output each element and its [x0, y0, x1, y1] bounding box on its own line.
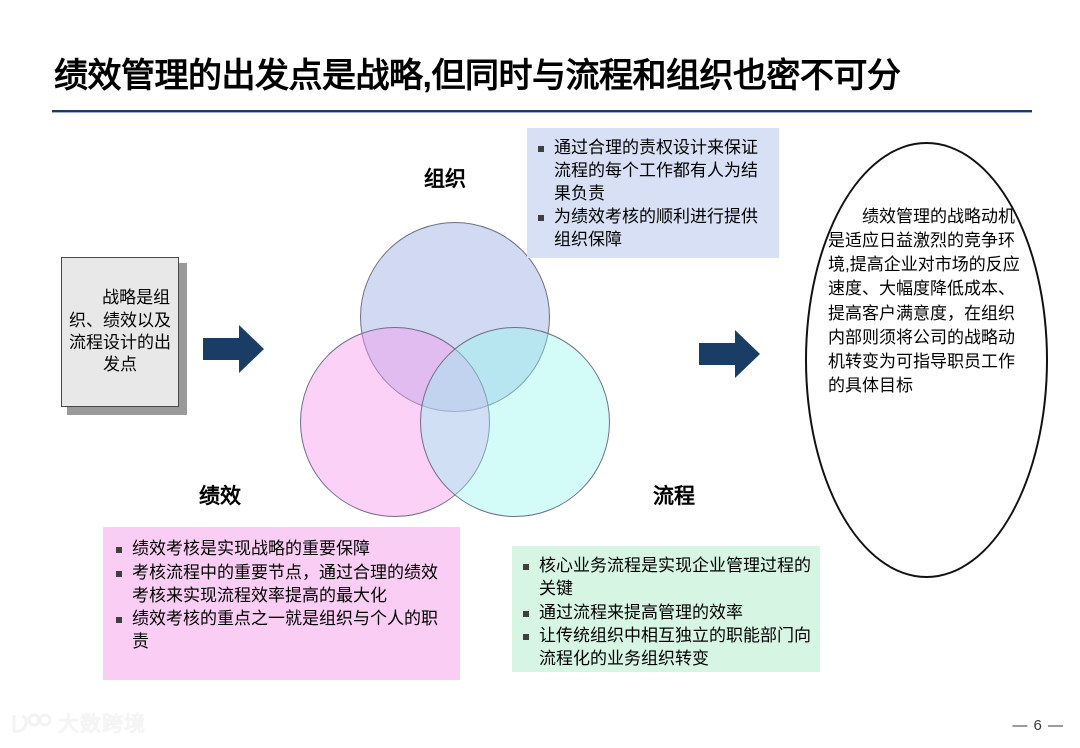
callout-bullet: 绩效考核的重点之一就是组织与个人的职责 [113, 608, 450, 654]
callout-bullet: 为绩效考核的顺利进行提供组织保障 [535, 206, 771, 252]
callout-organization: 通过合理的责权设计来保证流程的每个工作都有人为结果负责 为绩效考核的顺利进行提供… [527, 128, 779, 258]
strategy-motive-ellipse [805, 142, 1048, 578]
callout-bullet: 通过合理的责权设计来保证流程的每个工作都有人为结果负责 [535, 137, 771, 205]
callout-bullet: 通过流程来提高管理的效率 [520, 602, 812, 625]
venn-circle-process [420, 327, 610, 517]
right-arrow-icon [699, 328, 761, 380]
right-arrow-icon [203, 323, 265, 375]
venn-label-organization: 组织 [424, 168, 466, 191]
venn-label-performance: 绩效 [199, 485, 241, 508]
strategy-box: 战略是组织、绩效以及流程设计的出发点 [61, 257, 179, 407]
strategy-motive-text: 绩效管理的战略动机是适应日益激烈的竞争环境,提高企业对市场的反应速度、大幅度降低… [828, 207, 1020, 395]
page-number: — 6 — [1012, 717, 1064, 734]
brand-logo-icon [12, 713, 52, 733]
callout-bullet: 核心业务流程是实现企业管理过程的关键 [520, 555, 812, 601]
title-divider [52, 110, 1032, 113]
watermark-label: 大数跨境 [58, 713, 146, 736]
venn-diagram [290, 205, 630, 535]
callout-bullet: 绩效考核是实现战略的重要保障 [113, 538, 450, 561]
callout-process: 核心业务流程是实现企业管理过程的关键 通过流程来提高管理的效率 让传统组织中相互… [512, 546, 820, 672]
callout-bullet: 让传统组织中相互独立的职能部门向流程化的业务组织转变 [520, 625, 812, 671]
callout-bullet: 考核流程中的重要节点，通过合理的绩效考核来实现流程效率提高的最大化 [113, 562, 450, 608]
page-title: 绩效管理的出发点是战略,但同时与流程和组织也密不可分 [54, 57, 901, 95]
strategy-box-label: 战略是组织、绩效以及流程设计的出发点 [69, 288, 171, 375]
venn-label-process: 流程 [653, 485, 695, 508]
watermark: 大数跨境 [10, 708, 146, 738]
callout-performance: 绩效考核是实现战略的重要保障 考核流程中的重要节点，通过合理的绩效考核来实现流程… [103, 527, 460, 680]
